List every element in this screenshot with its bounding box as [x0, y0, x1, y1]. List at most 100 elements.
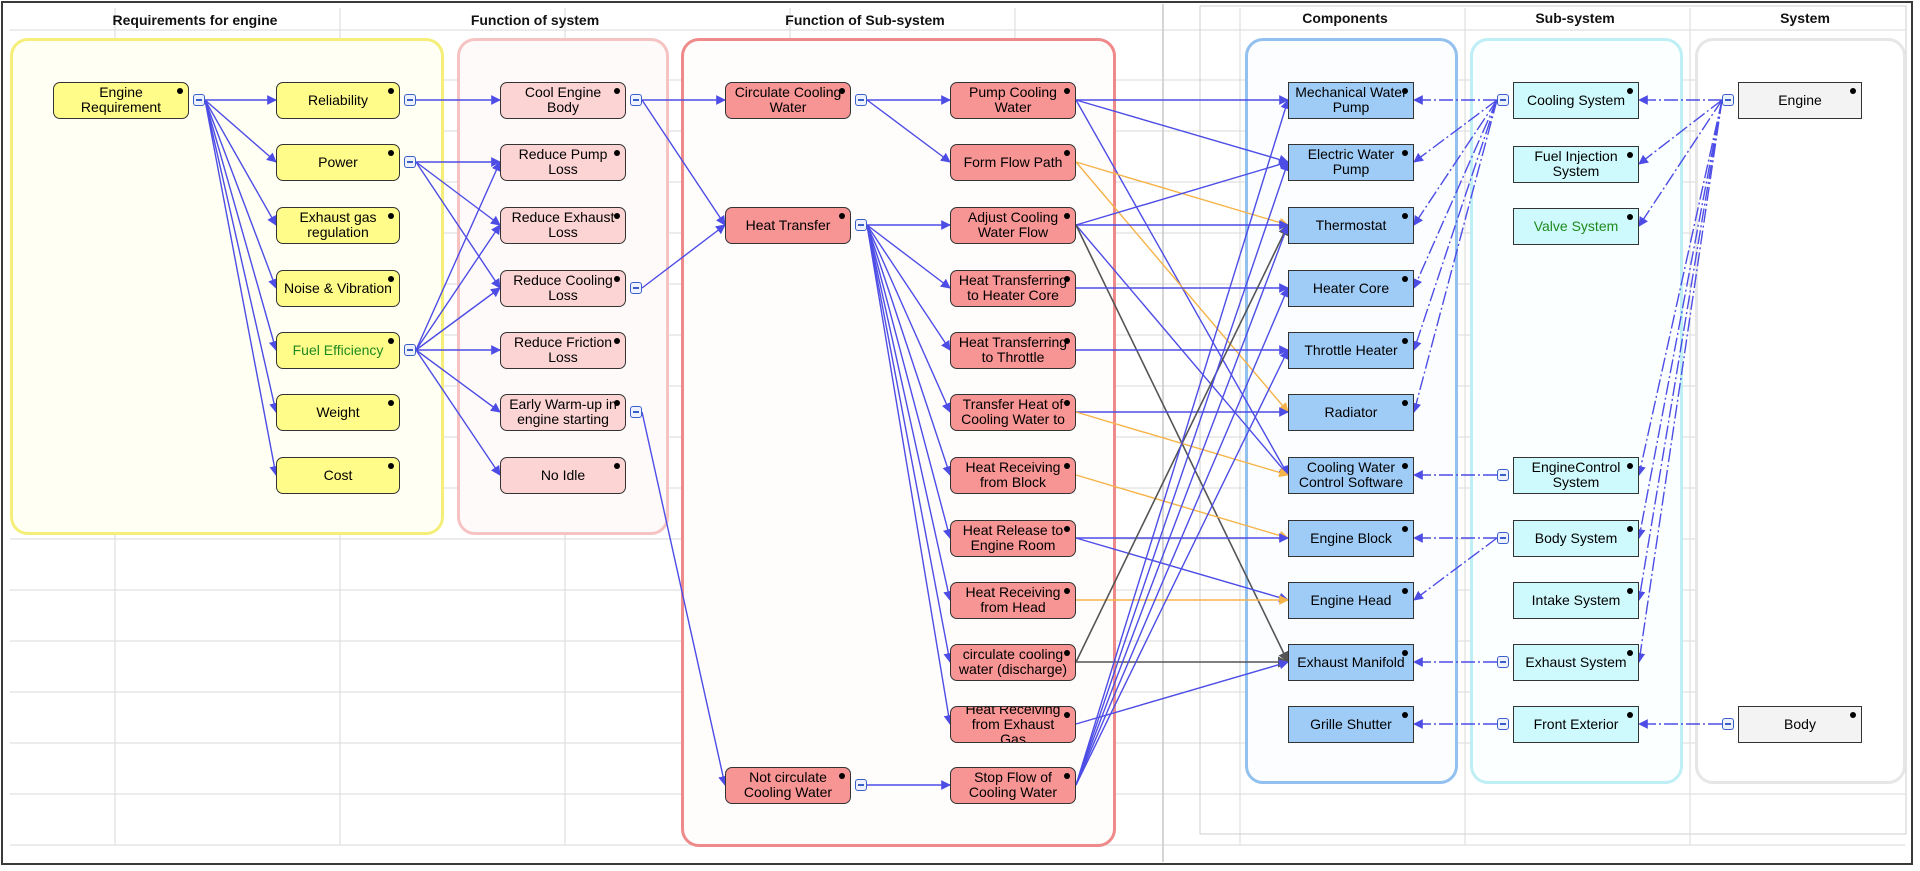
- edge-fs-warm-to-sf-notcirc: [641, 411, 728, 786]
- collapse-toggle-icon[interactable]: [630, 406, 642, 418]
- collapse-toggle-icon[interactable]: [404, 156, 416, 168]
- node-sf-htc[interactable]: Heat Transferring to Heater Core: [950, 269, 1076, 307]
- collapse-toggle-icon[interactable]: [855, 219, 867, 231]
- node-label: Exhaust Manifold: [1297, 653, 1405, 670]
- node-sf-hrx[interactable]: Heat Receiving from Exhaust Gas: [950, 705, 1076, 743]
- node-s-intake[interactable]: Intake System: [1513, 581, 1639, 619]
- node-label: Radiator: [1324, 403, 1378, 420]
- edge-sf-heat-to-sf-hrx: [866, 224, 954, 725]
- node-fs-exh[interactable]: Reduce Exhaust Loss: [500, 206, 626, 244]
- node-c-ewp[interactable]: Electric Water Pump: [1288, 143, 1414, 181]
- node-sf-htt[interactable]: Heat Transferring to Throttle: [950, 331, 1076, 369]
- node-s-exh[interactable]: Exhaust System: [1513, 643, 1639, 681]
- collapse-toggle-icon[interactable]: [630, 94, 642, 106]
- node-req-cost[interactable]: Cost: [276, 456, 400, 494]
- node-c-em[interactable]: Exhaust Manifold: [1288, 643, 1414, 681]
- node-sf-ccd[interactable]: circulate cooling water (discharge): [950, 643, 1076, 681]
- node-sys-engine[interactable]: Engine: [1738, 81, 1862, 119]
- node-sf-thc[interactable]: Transfer Heat of Cooling Water to: [950, 393, 1076, 431]
- anchor-dot-icon: [614, 212, 620, 219]
- node-sf-adj[interactable]: Adjust Cooling Water Flow: [950, 206, 1076, 244]
- node-fs-pump[interactable]: Reduce Pump Loss: [500, 143, 626, 181]
- collapse-toggle-icon[interactable]: [1722, 94, 1734, 106]
- node-sf-pump[interactable]: Pump Cooling Water: [950, 81, 1076, 119]
- edge-s-cool-to-c-rad: [1411, 99, 1498, 413]
- collapse-toggle-icon[interactable]: [404, 344, 416, 356]
- anchor-dot-icon: [1627, 87, 1633, 94]
- collapse-toggle-icon[interactable]: [193, 94, 205, 106]
- node-req-wt[interactable]: Weight: [276, 393, 400, 431]
- edge-fs-cl-to-sf-heat: [641, 224, 726, 289]
- node-c-hc[interactable]: Heater Core: [1288, 269, 1414, 307]
- node-s-body[interactable]: Body System: [1513, 519, 1639, 557]
- node-label: Heat Transferring to Heater Core: [958, 272, 1068, 303]
- edge-sf-heat-to-sf-hrh: [866, 224, 953, 601]
- collapse-toggle-icon[interactable]: [855, 94, 867, 106]
- edge-sf-heat-to-sf-hre: [866, 224, 953, 539]
- node-sf-circ[interactable]: Circulate Cooling Water: [725, 81, 851, 119]
- node-sf-stop[interactable]: Stop Flow of Cooling Water: [950, 766, 1076, 804]
- collapse-toggle-icon[interactable]: [1497, 532, 1509, 544]
- collapse-toggle-icon[interactable]: [1497, 656, 1509, 668]
- collapse-toggle-icon[interactable]: [1497, 94, 1509, 106]
- anchor-dot-icon: [1402, 275, 1408, 282]
- edge-s-cool-to-c-hc: [1413, 99, 1498, 289]
- node-label: Engine: [1778, 91, 1822, 108]
- collapse-toggle-icon[interactable]: [1722, 718, 1734, 730]
- group-title-req: Requirements for engine: [112, 12, 278, 28]
- node-label: Reduce Pump Loss: [518, 146, 608, 177]
- anchor-dot-icon: [1850, 87, 1856, 94]
- node-s-cool[interactable]: Cooling System: [1513, 81, 1639, 119]
- node-s-valve[interactable]: Valve System: [1513, 207, 1639, 245]
- node-c-mwp[interactable]: Mechanical Water Pump: [1288, 81, 1414, 119]
- node-sf-hrb[interactable]: Heat Receiving from Block: [950, 456, 1076, 494]
- node-c-rad[interactable]: Radiator: [1288, 393, 1414, 431]
- node-c-eb[interactable]: Engine Block: [1288, 519, 1414, 557]
- node-req-pow[interactable]: Power: [276, 143, 400, 181]
- node-req-noise[interactable]: Noise & Vibration: [276, 269, 400, 307]
- edge-req-fuel-to-fs-idle: [415, 349, 501, 476]
- node-sf-hre[interactable]: Heat Release to Engine Room: [950, 519, 1076, 557]
- edge-sf-heat-to-sf-hrb: [866, 224, 952, 476]
- collapse-toggle-icon[interactable]: [1497, 469, 1509, 481]
- node-s-fuel[interactable]: Fuel Injection System: [1513, 145, 1639, 183]
- edge-sys-engine-to-s-valve: [1638, 99, 1723, 227]
- node-label: Stop Flow of Cooling Water: [968, 769, 1058, 800]
- node-fs-idle[interactable]: No Idle: [500, 456, 626, 494]
- edge-s-body-to-c-eh: [1413, 537, 1498, 601]
- node-label: Engine Requirement: [80, 84, 162, 115]
- node-req-rel[interactable]: Reliability: [276, 81, 400, 119]
- node-fs-fric[interactable]: Reduce Friction Loss: [500, 331, 626, 369]
- node-s-front[interactable]: Front Exterior: [1513, 705, 1639, 743]
- node-label: Cool Engine Body: [524, 84, 602, 115]
- node-sys-body[interactable]: Body: [1738, 705, 1862, 743]
- node-sf-notcirc[interactable]: Not circulate Cooling Water: [725, 766, 851, 804]
- node-req-fuel[interactable]: Fuel Efficiency: [276, 331, 400, 369]
- anchor-dot-icon: [1064, 462, 1070, 469]
- anchor-dot-icon: [1627, 649, 1633, 656]
- node-c-gs[interactable]: Grille Shutter: [1288, 705, 1414, 743]
- node-c-eh[interactable]: Engine Head: [1288, 581, 1414, 619]
- node-s-ecs[interactable]: EngineControl System: [1513, 456, 1639, 494]
- node-c-th[interactable]: Throttle Heater: [1288, 331, 1414, 369]
- collapse-toggle-icon[interactable]: [855, 779, 867, 791]
- node-c-thermo[interactable]: Thermostat: [1288, 206, 1414, 244]
- node-fs-cl[interactable]: Reduce Cooling Loss: [500, 269, 626, 307]
- collapse-toggle-icon[interactable]: [404, 94, 416, 106]
- collapse-toggle-icon[interactable]: [1497, 718, 1509, 730]
- node-label: Cooling Water Control Software: [1298, 459, 1404, 490]
- node-sf-heat[interactable]: Heat Transfer: [725, 206, 851, 244]
- anchor-dot-icon: [388, 212, 394, 219]
- node-sf-hrh[interactable]: Heat Receiving from Head: [950, 581, 1076, 619]
- node-c-cwcs[interactable]: Cooling Water Control Software: [1288, 456, 1414, 494]
- anchor-dot-icon: [839, 772, 845, 779]
- collapse-toggle-icon[interactable]: [630, 282, 642, 294]
- node-fs-cool[interactable]: Cool Engine Body: [500, 81, 626, 119]
- node-fs-warm[interactable]: Early Warm-up in engine starting: [500, 393, 626, 431]
- node-sf-flow[interactable]: Form Flow Path: [950, 143, 1076, 181]
- node-req-engine[interactable]: Engine Requirement: [53, 81, 189, 119]
- node-req-exh[interactable]: Exhaust gas regulation: [276, 206, 400, 244]
- anchor-dot-icon: [388, 462, 394, 469]
- edge-sf-pump-to-c-ewp: [1075, 99, 1289, 165]
